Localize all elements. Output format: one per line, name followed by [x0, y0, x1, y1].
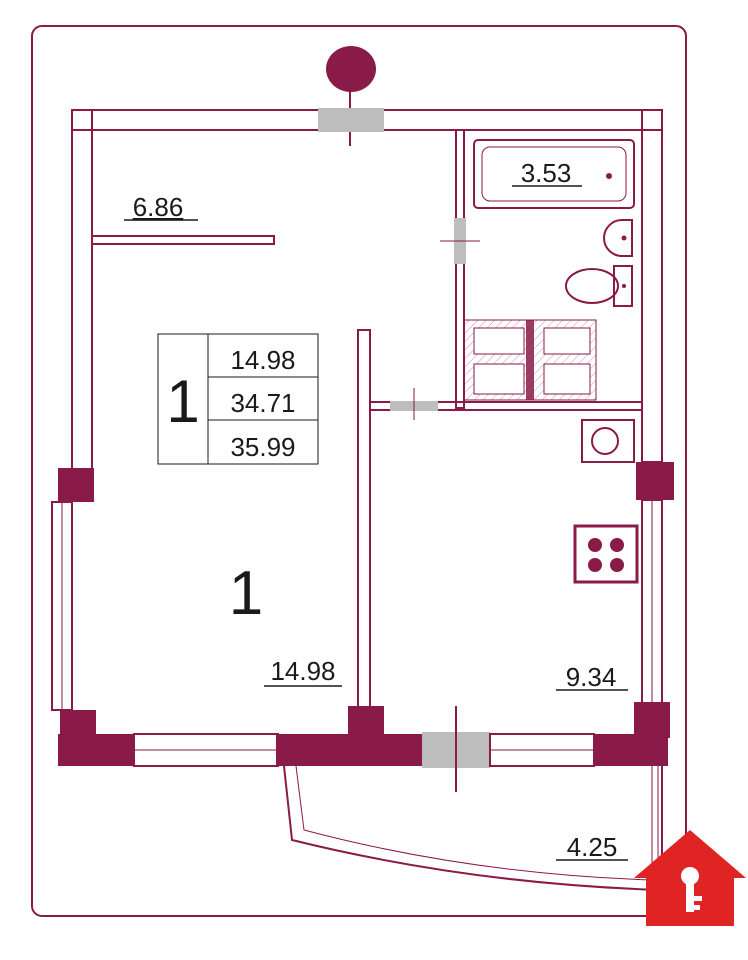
top-wall — [71, 108, 663, 132]
corridor-area-label: 6.86 — [133, 192, 184, 222]
balcony-area-label: 4.25 — [567, 832, 618, 862]
table-rooms-count: 1 — [166, 368, 199, 435]
corridor-partition — [91, 235, 275, 245]
right-wall-upper — [641, 109, 663, 463]
summary-table: 1 14.98 34.71 35.99 — [157, 333, 319, 465]
interior-wall — [357, 329, 371, 709]
toilet-icon — [565, 265, 633, 307]
right-column — [636, 462, 674, 500]
living-area-label: 14.98 — [270, 656, 335, 686]
table-living-area: 14.98 — [230, 345, 295, 375]
washer-icon — [581, 419, 635, 463]
stove-icon — [573, 524, 639, 584]
bottom-wall — [58, 702, 670, 792]
balcony — [283, 765, 663, 892]
kitchen-area-label: 9.34 — [566, 662, 617, 692]
bathroom-area-label: 3.53 — [521, 158, 572, 188]
table-total-area: 34.71 — [230, 388, 295, 418]
left-column — [58, 468, 94, 502]
left-wall-upper — [71, 109, 93, 471]
table-total-with-balcony: 35.99 — [230, 432, 295, 462]
living-room-number: 1 — [229, 559, 263, 628]
right-window — [641, 499, 663, 705]
house-key-logo-icon — [634, 830, 746, 926]
bathroom-walls — [369, 129, 643, 420]
storage-hatch — [463, 319, 597, 401]
outer-frame — [31, 25, 687, 917]
bathtub-icon — [473, 139, 635, 209]
sink-icon — [603, 219, 633, 257]
left-window — [51, 501, 73, 711]
